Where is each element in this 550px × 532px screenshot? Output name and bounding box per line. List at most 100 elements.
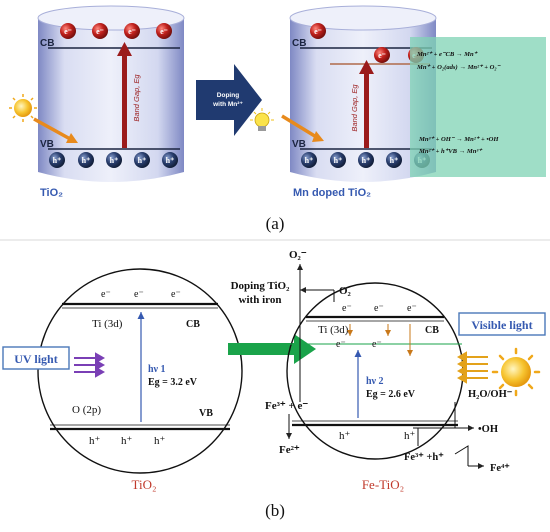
svg-text:e⁻: e⁻ — [64, 27, 72, 36]
cb-label: CB — [292, 38, 306, 49]
hole: h⁺ — [78, 152, 94, 168]
fe3-h-label: Fe³⁺ +h⁺ — [404, 452, 444, 463]
hv1-label: hν 1 — [148, 364, 166, 375]
svg-text:h⁺: h⁺ — [362, 156, 371, 165]
mn-tio2-label: Mn doped TiO₂ — [293, 187, 371, 199]
electron: e⁻ — [156, 23, 172, 39]
electron: e⁻ — [101, 289, 111, 300]
band-gap-arrow — [122, 52, 127, 148]
electron: e⁻ — [374, 303, 384, 314]
svg-text:e⁻: e⁻ — [96, 27, 104, 36]
svg-text:e⁻: e⁻ — [160, 27, 168, 36]
svg-text:h⁺: h⁺ — [110, 156, 119, 165]
svg-text:h⁺: h⁺ — [390, 156, 399, 165]
o2-minus-label: O₂⁻ — [289, 249, 307, 261]
o2-label: O₂ — [339, 285, 352, 297]
light-arrow — [281, 114, 319, 140]
doping-label-2: with iron — [239, 294, 282, 306]
hole: h⁺ — [49, 152, 65, 168]
electron: e⁻ — [407, 303, 417, 314]
electron: e⁻ — [310, 23, 326, 39]
visible-light-label: Visible light — [471, 318, 532, 332]
band-gap-label: Band Gap, Eg — [132, 74, 141, 122]
fe-tio2-label: Fe-TiO₂ — [362, 477, 404, 492]
hole: h⁺ — [330, 152, 346, 168]
electron: e⁻ — [92, 23, 108, 39]
light-arrow — [33, 117, 73, 142]
cb-label: CB — [186, 319, 200, 330]
electrons: e⁻ e⁻ e⁻ e⁻ — [60, 23, 172, 39]
svg-text:e⁻: e⁻ — [314, 27, 322, 36]
fe3-e-label: Fe³⁺ + e⁻ — [265, 400, 308, 412]
electron: e⁻ — [134, 289, 144, 300]
ti-3d-label: Ti (3d) — [92, 318, 123, 330]
hole: h⁺ — [162, 152, 178, 168]
band-gap-label: Band Gap, Eg — [350, 84, 359, 132]
light-bulb-icon — [250, 108, 274, 131]
hole: h⁺ — [386, 152, 402, 168]
svg-text:h⁺: h⁺ — [334, 156, 343, 165]
electron: e⁻ — [336, 339, 346, 350]
reaction-2: Mn⁺ + O₂(ads) → Mn²⁺ + O₂⁻ — [416, 64, 502, 71]
hole: h⁺ — [404, 430, 416, 442]
hv2-label: hν 2 — [366, 376, 384, 387]
holes: h⁺ h⁺ h⁺ h⁺ h⁺ — [49, 152, 178, 168]
tio2-label: TiO₂ — [40, 187, 63, 199]
eg-label: Eg = 2.6 eV — [366, 389, 416, 400]
panel-b-label: (b) — [265, 501, 285, 520]
panel-a: CB VB Band Gap, Eg e⁻ e⁻ e⁻ e⁻ h⁺ h⁺ h⁺ h⁺ h⁺ T… — [9, 5, 546, 233]
hole: h⁺ — [358, 152, 374, 168]
reaction-4: Mn²⁺ + h⁺VB → Mn³⁺ — [418, 148, 483, 155]
band-gap-arrow — [364, 70, 369, 148]
reactions-box — [410, 37, 546, 177]
electron: e⁻ — [60, 23, 76, 39]
o-2p-label: O (2p) — [72, 404, 101, 416]
svg-text:h⁺: h⁺ — [305, 156, 314, 165]
hole: h⁺ — [134, 152, 150, 168]
visible-light-box — [458, 312, 546, 336]
hole: h⁺ — [301, 152, 317, 168]
fe2-label: Fe²⁺ — [279, 444, 300, 456]
svg-text:h⁺: h⁺ — [138, 156, 147, 165]
hole: h⁺ — [339, 430, 351, 442]
svg-text:h⁺: h⁺ — [53, 156, 62, 165]
ti-3d-label: Ti (3d) — [318, 324, 349, 336]
doping-label-1: Doping TiO₂ — [231, 280, 291, 292]
tio2-label: TiO₂ — [131, 477, 156, 492]
uv-light-label: UV light — [14, 352, 57, 366]
vb-label: VB — [40, 139, 54, 150]
oh-radical-label: •OH — [478, 424, 498, 435]
hole: h⁺ — [106, 152, 122, 168]
reaction-1: Mn²⁺ + e⁻CB → Mn⁺ — [416, 51, 479, 58]
fe4-label: Fe⁴⁺ — [490, 463, 510, 474]
vb-label: VB — [199, 408, 213, 419]
electron: e⁻ — [124, 23, 140, 39]
doping-label-1: Doping — [217, 92, 239, 99]
panel-b: e⁻ e⁻ e⁻ Ti (3d) CB O (2p) VB h⁺ h⁺ h⁺ h… — [2, 249, 546, 520]
tio2-band-diagram: e⁻ e⁻ e⁻ Ti (3d) CB O (2p) VB h⁺ h⁺ h⁺ h… — [37, 268, 243, 474]
sun-icon — [9, 94, 37, 122]
svg-text:e⁻: e⁻ — [128, 27, 136, 36]
doping-arrow: Doping with Mn²⁺ — [196, 64, 262, 136]
cb-label: CB — [40, 38, 54, 49]
eg-label: Eg = 3.2 eV — [148, 377, 198, 388]
tio2-cylinder: CB VB Band Gap, Eg — [9, 5, 185, 182]
mn-tio2-cylinder: CB VB Band Gap, Eg — [281, 5, 437, 182]
hole: h⁺ — [89, 435, 101, 447]
svg-text:e⁻: e⁻ — [378, 51, 386, 60]
svg-text:h⁺: h⁺ — [166, 156, 175, 165]
visible-light-arrows — [456, 351, 488, 384]
panel-a-label: (a) — [266, 214, 285, 233]
svg-text:h⁺: h⁺ — [82, 156, 91, 165]
hole: h⁺ — [154, 435, 166, 447]
electron: e⁻ — [372, 339, 382, 350]
uv-arrows — [74, 352, 106, 378]
electron: e⁻ — [374, 47, 390, 63]
electron: e⁻ — [342, 303, 352, 314]
doping-label-2: with Mn²⁺ — [212, 101, 243, 108]
h2o-label: H₂O/OH⁻ — [468, 389, 513, 400]
cb-label: CB — [425, 325, 439, 336]
reaction-3: Mn³⁺ + OH⁻ → Mn²⁺ + •OH — [418, 136, 499, 143]
